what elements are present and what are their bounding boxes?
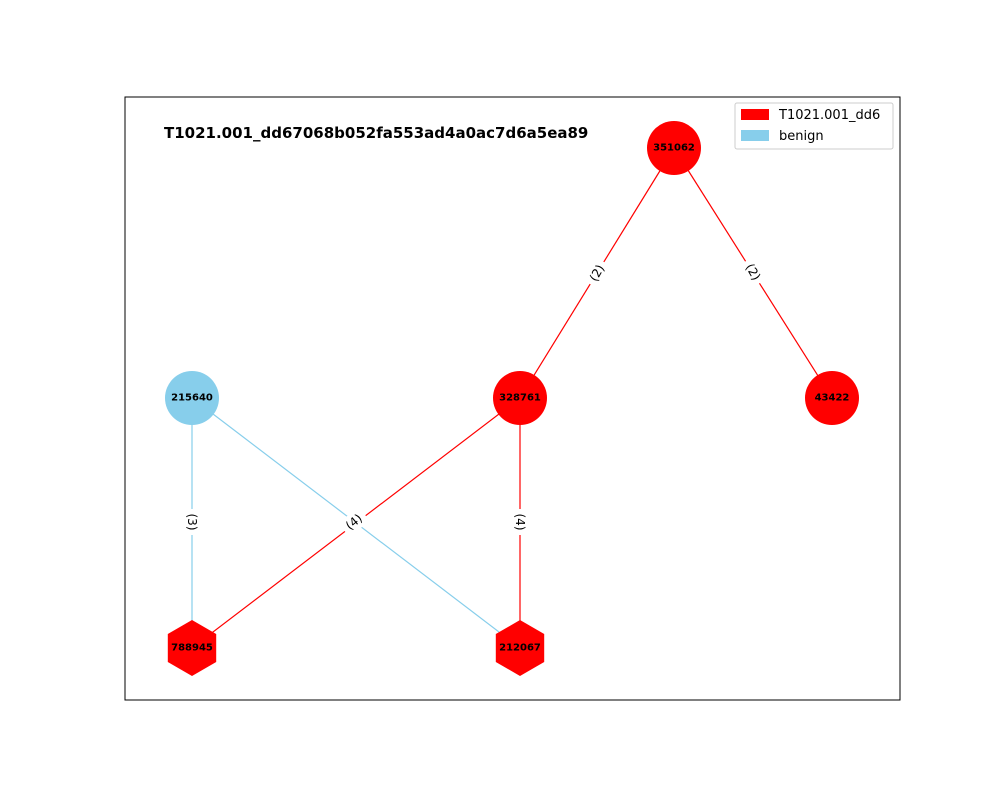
node-label: 212067 xyxy=(499,643,541,654)
legend-box xyxy=(734,102,894,150)
legend: T1021.001_dd6 benign xyxy=(734,102,894,150)
edge-label-text: (4) xyxy=(513,514,527,531)
node-label: 351062 xyxy=(653,143,695,154)
node-label: 328761 xyxy=(499,393,541,404)
edge-label-351062-43422: (2) xyxy=(738,256,768,288)
node-circle xyxy=(493,371,547,425)
legend-swatch-benign xyxy=(741,130,769,141)
node-label: 43422 xyxy=(815,393,850,404)
node-hexagon xyxy=(495,620,545,676)
edge-label-328761-212067: (4) xyxy=(511,509,529,535)
node-circle xyxy=(805,371,859,425)
node-circle xyxy=(165,371,219,425)
node-label: 788945 xyxy=(171,643,213,654)
edge-label-351062-328761: (2) xyxy=(582,257,612,289)
legend-label-benign: benign xyxy=(779,129,824,144)
legend-label-red: T1021.001_dd6 xyxy=(778,108,880,123)
node-43422: 43422 xyxy=(805,371,859,425)
node-328761: 328761 xyxy=(493,371,547,425)
nodes-layer: 351062 215640 328761 43422 788945 212067 xyxy=(165,121,859,676)
node-hexagon xyxy=(167,620,217,676)
graph-title: T1021.001_dd67068b052fa553ad4a0ac7d6a5ea… xyxy=(164,124,588,142)
node-788945: 788945 xyxy=(167,620,217,676)
node-212067: 212067 xyxy=(495,620,545,676)
node-215640: 215640 xyxy=(165,371,219,425)
legend-swatch-red xyxy=(741,109,769,120)
edge-label-215640-212067: (4) xyxy=(338,506,370,538)
edge-label-bg xyxy=(338,506,370,538)
node-circle xyxy=(647,121,701,175)
edge-label-bg xyxy=(582,257,612,289)
node-label: 215640 xyxy=(171,393,213,404)
edge-label-215640-788945: (3) xyxy=(183,509,201,535)
edge-label-bg xyxy=(183,509,201,535)
edge-label-bg xyxy=(738,256,768,288)
edge-label-bg xyxy=(511,509,529,535)
edge-label-text: (3) xyxy=(185,514,199,531)
edge-labels-layer: (2) (2) (3) (4) (4) xyxy=(183,256,768,538)
node-351062: 351062 xyxy=(647,121,701,175)
